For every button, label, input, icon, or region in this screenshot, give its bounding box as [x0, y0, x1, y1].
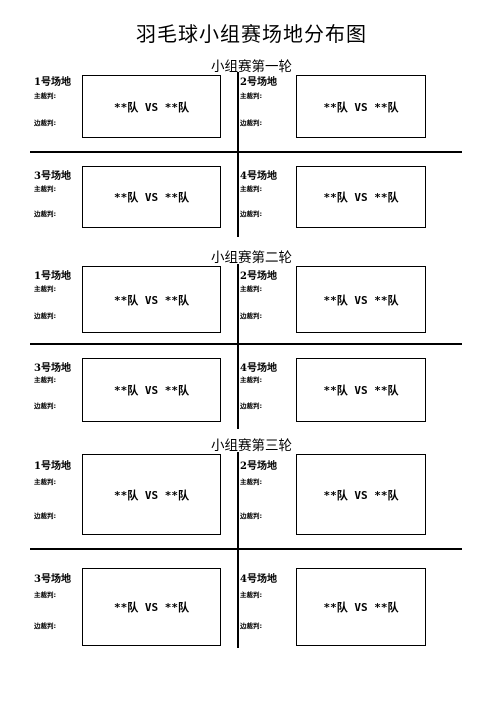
- round-1-divider-vertical: [237, 72, 239, 237]
- line-referee-label: 边裁判:: [34, 312, 57, 320]
- line-referee-label: 边裁判:: [240, 622, 263, 630]
- match-box: **队 VS **队: [82, 75, 221, 138]
- match-box: **队 VS **队: [296, 75, 426, 138]
- match-box: **队 VS **队: [296, 568, 426, 646]
- round-1-title: 小组赛第一轮: [211, 59, 292, 75]
- match-label: **队 VS **队: [323, 384, 399, 397]
- main-referee-label: 主裁判:: [34, 285, 57, 293]
- match-label: **队 VS **队: [323, 293, 399, 307]
- match-box: **队 VS **队: [82, 568, 221, 646]
- round-3-divider-horizontal: [30, 548, 462, 550]
- line-referee-label: 边裁判:: [240, 210, 263, 218]
- court-name: 1号场地: [34, 271, 71, 282]
- match-label: **队 VS **队: [323, 191, 399, 204]
- main-referee-label: 主裁判:: [34, 185, 57, 193]
- line-referee-label: 边裁判:: [34, 119, 57, 127]
- match-box: **队 VS **队: [296, 266, 426, 333]
- court-name: 4号场地: [240, 363, 277, 374]
- court-name: 2号场地: [240, 461, 277, 472]
- main-referee-label: 主裁判:: [240, 185, 263, 193]
- round-1-divider-horizontal: [30, 151, 462, 153]
- court-name: 4号场地: [240, 574, 277, 585]
- line-referee-label: 边裁判:: [240, 312, 263, 320]
- court-name: 4号场地: [240, 171, 277, 182]
- main-referee-label: 主裁判:: [240, 478, 263, 486]
- round-3-divider-vertical: [237, 452, 239, 648]
- main-referee-label: 主裁判:: [240, 376, 263, 384]
- round-3-title: 小组赛第三轮: [211, 438, 292, 454]
- match-label: **队 VS **队: [323, 488, 399, 502]
- match-label: **队 VS **队: [114, 293, 189, 307]
- main-referee-label: 主裁判:: [34, 92, 57, 100]
- match-label: **队 VS **队: [323, 601, 399, 614]
- match-box: **队 VS **队: [82, 166, 221, 228]
- match-box: **队 VS **队: [82, 454, 221, 535]
- main-referee-label: 主裁判:: [34, 376, 57, 384]
- round-2-divider-horizontal: [30, 343, 462, 345]
- line-referee-label: 边裁判:: [34, 622, 57, 630]
- line-referee-label: 边裁判:: [240, 119, 263, 127]
- match-label: **队 VS **队: [114, 100, 189, 114]
- court-name: 3号场地: [34, 363, 71, 374]
- line-referee-label: 边裁判:: [34, 402, 57, 410]
- match-box: **队 VS **队: [296, 358, 426, 422]
- line-referee-label: 边裁判:: [240, 402, 263, 410]
- main-referee-label: 主裁判:: [240, 285, 263, 293]
- page-title: 羽毛球小组赛场地分布图: [136, 22, 367, 46]
- court-name: 3号场地: [34, 574, 71, 585]
- match-label: **队 VS **队: [323, 100, 399, 114]
- court-name: 1号场地: [34, 77, 71, 88]
- line-referee-label: 边裁判:: [240, 512, 263, 520]
- line-referee-label: 边裁判:: [34, 210, 57, 218]
- main-referee-label: 主裁判:: [240, 591, 263, 599]
- match-box: **队 VS **队: [296, 454, 426, 535]
- court-name: 2号场地: [240, 271, 277, 282]
- match-label: **队 VS **队: [114, 488, 189, 502]
- match-box: **队 VS **队: [82, 266, 221, 333]
- court-name: 1号场地: [34, 461, 71, 472]
- main-referee-label: 主裁判:: [34, 478, 57, 486]
- match-box: **队 VS **队: [82, 358, 221, 422]
- round-2-title: 小组赛第二轮: [211, 250, 292, 266]
- match-label: **队 VS **队: [114, 191, 189, 204]
- line-referee-label: 边裁判:: [34, 512, 57, 520]
- court-name: 2号场地: [240, 77, 277, 88]
- match-box: **队 VS **队: [296, 166, 426, 228]
- court-name: 3号场地: [34, 171, 71, 182]
- main-referee-label: 主裁判:: [34, 591, 57, 599]
- main-referee-label: 主裁判:: [240, 92, 263, 100]
- round-2-divider-vertical: [237, 264, 239, 429]
- match-label: **队 VS **队: [114, 601, 189, 614]
- match-label: **队 VS **队: [114, 384, 189, 397]
